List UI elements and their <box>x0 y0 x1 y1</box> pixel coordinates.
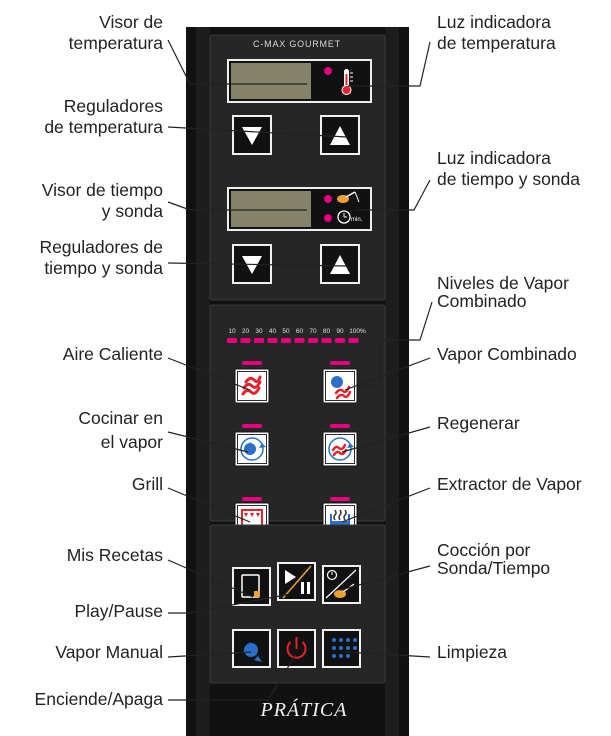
steam-level-segment <box>254 338 264 343</box>
combi-steam-icon <box>331 376 352 400</box>
probe-icon <box>337 191 360 203</box>
steam-cook-button[interactable] <box>234 431 270 467</box>
extractor-led <box>330 497 350 501</box>
model-name: C-MAX GOURMET <box>253 39 341 49</box>
steam-level-label: 40 <box>269 328 277 335</box>
hot-air-button[interactable] <box>234 368 270 404</box>
label-steam-cook: Cocinar en el vapor <box>78 408 163 452</box>
steam-level-segment <box>240 338 251 343</box>
cleaning-dots-icon <box>332 638 357 658</box>
label-time-light: Luz indicadora de tiempo y sonda <box>437 148 581 189</box>
temp-up-button[interactable] <box>320 115 360 155</box>
steam-level-label: 30 <box>255 328 263 335</box>
label-temp-display: Visor de temperatura <box>68 12 163 53</box>
steam-level-segment <box>294 338 305 343</box>
steam-level-scale: 10 20 30 40 50 60 70 80 90 100% <box>228 328 366 335</box>
steam-level-label: 100% <box>349 328 366 335</box>
label-extractor: Extractor de Vapor <box>437 474 582 494</box>
label-time-regulators: Reguladores de tiempo y sonda <box>39 237 163 278</box>
steam-level-segment <box>281 338 291 343</box>
label-regenerate: Regenerar <box>437 413 520 433</box>
hot-air-icon <box>241 375 262 396</box>
cleaning-button[interactable] <box>322 629 361 668</box>
panel-section-modes <box>209 304 386 522</box>
steam-level-label: 60 <box>296 328 304 335</box>
timer-unit: min. <box>351 217 363 223</box>
recipe-book-icon <box>241 574 260 598</box>
power-icon <box>286 637 307 659</box>
steam-level-segment <box>348 338 359 343</box>
label-probe-time: Cocción por Sonda/Tiempo <box>437 540 551 578</box>
label-temp-light: Luz indicadora de temperatura <box>437 12 556 53</box>
hot-air-led <box>242 361 262 365</box>
steam-level-segment <box>267 338 278 343</box>
timer-icon: min. <box>337 210 363 224</box>
label-hot-air: Aire Caliente <box>62 344 163 364</box>
steam-cook-icon <box>240 437 266 461</box>
label-temp-regulators: Reguladores de temperatura <box>44 96 163 137</box>
combi-steam-button[interactable] <box>322 368 358 404</box>
label-time-display: Visor de tiempo y sonda <box>41 180 163 221</box>
label-recipes: Mis Recetas <box>66 545 163 565</box>
play-pause-icon <box>282 565 312 599</box>
label-manual-steam: Vapor Manual <box>55 642 163 662</box>
label-cleaning: Limpieza <box>437 642 508 662</box>
label-combi-steam: Vapor Combinado <box>437 344 577 364</box>
steam-level-segment <box>321 338 332 343</box>
label-grill: Grill <box>131 474 163 494</box>
regenerate-led <box>330 424 350 428</box>
brand-logo: PRÁTICA <box>260 698 348 721</box>
label-power: Enciende/Apaga <box>34 689 163 709</box>
steam-level-segment <box>227 338 237 343</box>
steam-level-segment <box>308 338 318 343</box>
steam-cook-led <box>242 424 262 428</box>
probe-indicator-led <box>324 195 332 203</box>
steam-level-label: 50 <box>282 328 290 335</box>
steam-level-label: 80 <box>323 328 331 335</box>
time-up-button[interactable] <box>320 244 360 284</box>
thermometer-icon <box>341 69 353 95</box>
manual-steam-icon <box>243 642 262 662</box>
steam-level-label: 90 <box>336 328 344 335</box>
steam-level-bar <box>227 338 359 343</box>
label-steam-levels: Niveles de Vapor Combinado <box>437 273 569 311</box>
label-play-pause: Play/Pause <box>74 601 163 621</box>
play-pause-button[interactable] <box>277 562 316 601</box>
temp-indicator-led <box>324 67 332 75</box>
grill-led <box>242 497 262 501</box>
steam-level-label: 20 <box>242 328 250 335</box>
temp-down-button[interactable] <box>232 115 272 155</box>
callout-lines <box>167 39 433 701</box>
timer-indicator-led <box>324 214 332 222</box>
combi-steam-led <box>330 361 350 365</box>
manual-steam-button[interactable] <box>232 629 271 668</box>
steam-level-label: 10 <box>228 328 236 335</box>
probe-time-button[interactable] <box>322 565 361 604</box>
steam-level-label: 70 <box>309 328 317 335</box>
steam-level-segment <box>335 338 345 343</box>
power-button[interactable] <box>277 629 316 668</box>
